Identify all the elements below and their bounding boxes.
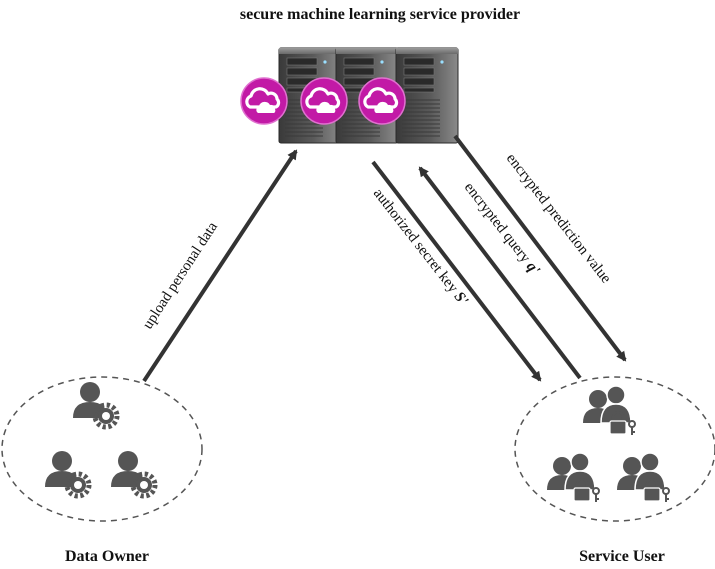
user-lock-icon	[545, 451, 601, 504]
service-user-ellipse	[514, 376, 715, 522]
upload-label: upload personal data	[140, 219, 221, 332]
server-cluster	[239, 47, 459, 144]
arrow-secret-key	[371, 160, 542, 382]
cloud-icon	[357, 76, 407, 126]
secret-key-label: authorized secret key S'	[370, 186, 471, 309]
diagram-title: secure machine learning service provider	[240, 6, 520, 23]
data-owner-label: Data Owner	[65, 548, 149, 565]
data-owner-ellipse	[1, 376, 203, 522]
user-gear-icon	[111, 451, 155, 496]
arrow-prediction	[453, 134, 627, 362]
cloud-icon	[299, 76, 349, 126]
user-gear-icon	[73, 382, 117, 427]
user-lock-icon	[581, 384, 637, 437]
arrow-query	[418, 166, 582, 380]
service-user-label: Service User	[579, 548, 665, 565]
arrow-upload	[142, 149, 298, 383]
server-tower-icon	[395, 47, 459, 144]
user-lock-icon	[615, 451, 671, 504]
user-gear-icon	[45, 451, 89, 496]
cloud-icon	[239, 76, 289, 126]
